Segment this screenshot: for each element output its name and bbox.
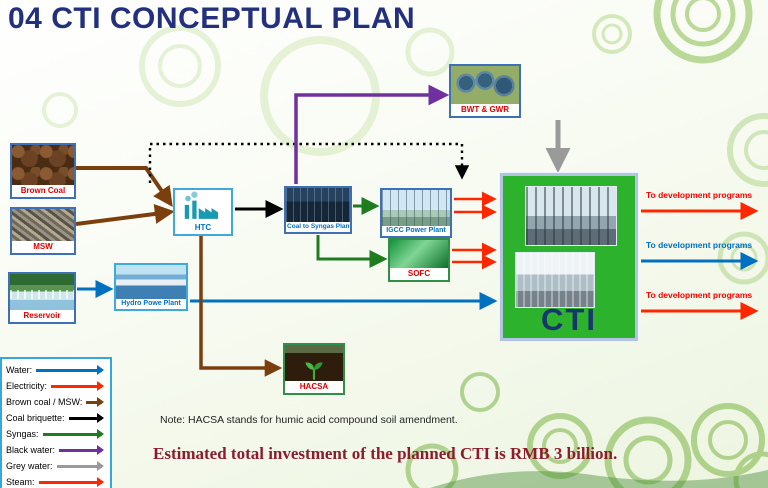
- legend-arrowhead-icon: [97, 397, 104, 407]
- node-label-hacsa: HACSA: [285, 381, 343, 393]
- legend-arrowhead-icon: [97, 381, 104, 391]
- node-bwt-gwr: BWT & GWR: [449, 64, 521, 118]
- legend-arrowhead-icon: [97, 477, 104, 487]
- arrow-msw-to-htc: [75, 204, 175, 226]
- legend-line: [56, 461, 104, 471]
- reservoir-image: [10, 274, 74, 311]
- legend-arrowhead-icon: [97, 365, 104, 375]
- note-text: Note: HACSA stands for humic acid compou…: [160, 414, 458, 426]
- node-label-syngas-plant: Coal to Syngas Plant: [286, 222, 350, 232]
- node-label-reservoir: Reservoir: [10, 310, 74, 322]
- legend-item: Coal briquette:: [6, 410, 105, 426]
- node-label-brown-coal: Brown Coal: [12, 185, 74, 197]
- legend-line: [42, 429, 104, 439]
- output-label: To development programs: [646, 190, 753, 200]
- cti-plant-photo-2: [515, 252, 595, 308]
- legend-label: Water:: [6, 365, 33, 375]
- arrow-coal-briquette-dotted: [148, 142, 470, 183]
- page-title: 04 CTI CONCEPTUAL PLAN: [8, 2, 416, 35]
- arrow-browncoal-to-htc: [76, 166, 173, 207]
- igcc-image: [382, 190, 450, 226]
- node-cti: CTI: [500, 173, 638, 341]
- legend-label: Grey water:: [6, 461, 53, 471]
- legend-item: Brown coal / MSW:: [6, 394, 105, 410]
- hydro-plant-image: [116, 265, 186, 299]
- arrow-blackwater-to-bwt: [294, 84, 450, 184]
- seedling-image: [285, 345, 343, 382]
- legend-label: Syngas:: [6, 429, 39, 439]
- node-label-hydro: Hydro Powe Plant: [116, 298, 186, 309]
- node-htc: HTC: [173, 188, 233, 236]
- node-label-igcc: IGCC Power Plant: [382, 225, 450, 236]
- legend-line: [68, 413, 104, 423]
- node-label-cti: CTI: [541, 302, 597, 337]
- bwt-gwr-image: [451, 66, 519, 105]
- cti-plant-photo-1: [525, 186, 617, 246]
- investment-statement: Estimated total investment of the planne…: [153, 444, 618, 463]
- node-reservoir: Reservoir: [8, 272, 76, 324]
- legend-line: [51, 381, 104, 391]
- sofc-image: [390, 240, 448, 269]
- legend-label: Steam:: [6, 477, 35, 487]
- syngas-plant-image: [286, 188, 350, 223]
- node-label-htc: HTC: [175, 222, 231, 234]
- output-label: To development programs: [646, 240, 753, 250]
- arrow-htc-to-hacsa: [199, 236, 283, 377]
- legend-label: Brown coal / MSW:: [6, 397, 83, 407]
- node-msw: MSW: [10, 207, 76, 255]
- legend-label: Electricity:: [6, 381, 48, 391]
- legend-item: Black water:: [6, 442, 105, 458]
- legend-arrowhead-icon: [97, 413, 104, 423]
- node-label-sofc: SOFC: [390, 268, 448, 280]
- legend-arrowhead-icon: [97, 429, 104, 439]
- node-hacsa: HACSA: [283, 343, 345, 395]
- arrow-syngas-to-sofc: [316, 235, 388, 268]
- legend-line: [86, 397, 104, 407]
- legend-item: Water:: [6, 362, 105, 378]
- legend-item: Syngas:: [6, 426, 105, 442]
- legend-label: Black water:: [6, 445, 56, 455]
- legend-item: Steam:: [6, 474, 105, 488]
- legend-arrowhead-icon: [97, 461, 104, 471]
- output-label: To development programs: [646, 290, 753, 300]
- node-label-msw: MSW: [12, 241, 74, 253]
- legend-line: [38, 477, 104, 487]
- node-brown-coal: Brown Coal: [10, 143, 76, 199]
- node-label-bwt-gwr: BWT & GWR: [451, 104, 519, 116]
- node-igcc-power-plant: IGCC Power Plant: [380, 188, 452, 238]
- legend-item: Grey water:: [6, 458, 105, 474]
- legend-rows: Water: Electricity: Brown coal / MSW: Coal …: [6, 362, 105, 488]
- legend-arrowhead-icon: [97, 445, 104, 455]
- node-coal-to-syngas-plant: Coal to Syngas Plant: [284, 186, 352, 234]
- legend-label: Coal briquette:: [6, 413, 65, 423]
- node-sofc: SOFC: [388, 238, 450, 282]
- legend-item: Electricity:: [6, 378, 105, 394]
- brown-coal-image: [12, 145, 74, 186]
- legend-line: [36, 365, 104, 375]
- node-hydro-power-plant: Hydro Powe Plant: [114, 263, 188, 311]
- factory-icon: [175, 190, 231, 223]
- msw-image: [12, 209, 74, 242]
- legend: Water: Electricity: Brown coal / MSW: Coal …: [0, 357, 112, 488]
- legend-line: [59, 445, 104, 455]
